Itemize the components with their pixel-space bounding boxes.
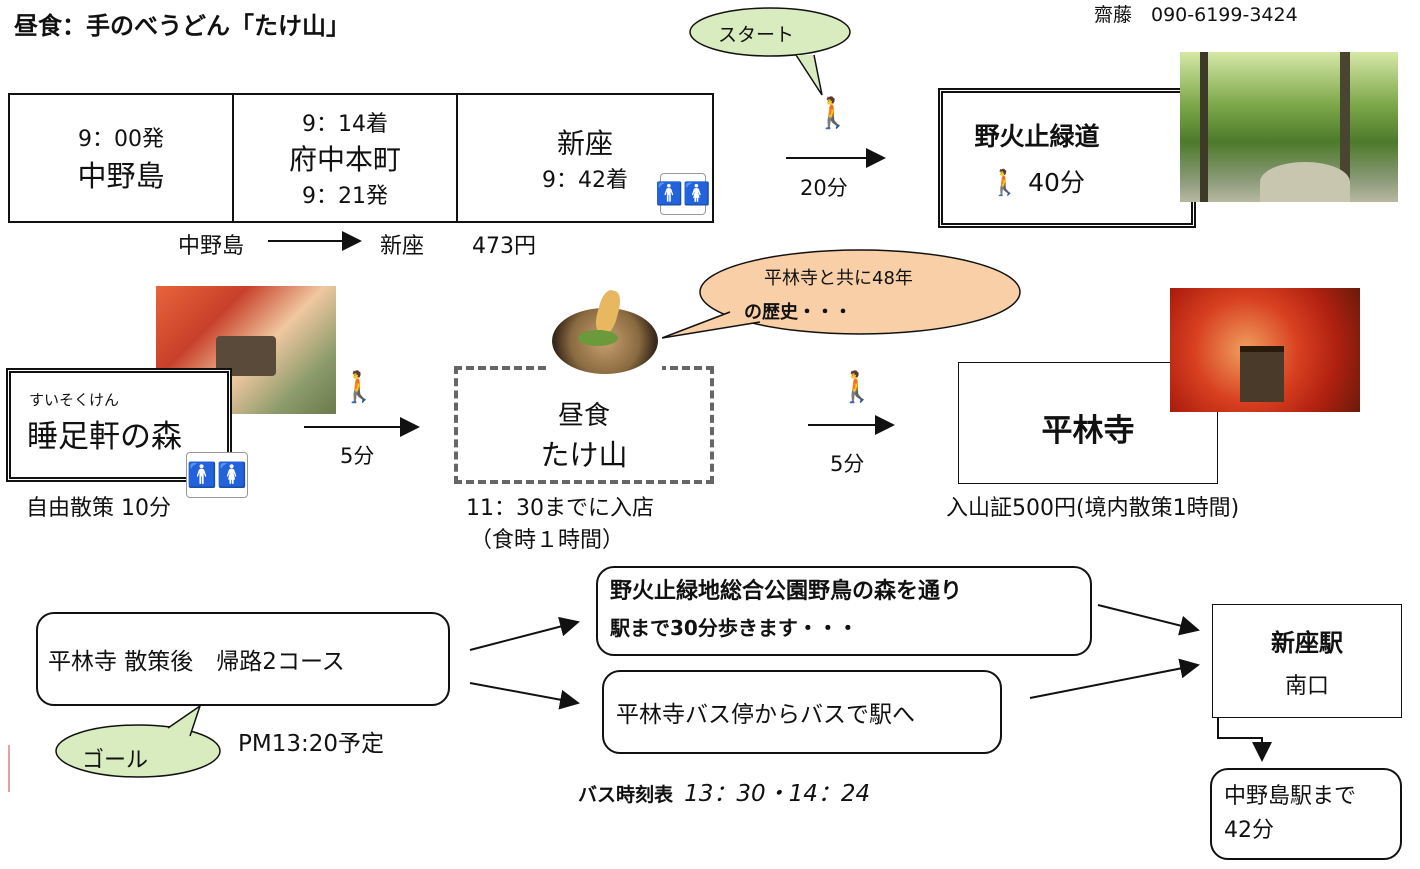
- suisokuken-name: 睡足軒の森: [27, 419, 182, 455]
- route1-to-station-arrow: [1097, 604, 1200, 636]
- heirinji-box: 平林寺: [958, 362, 1218, 484]
- bus-timetable: バス時刻表 13：30・14：24: [578, 774, 870, 808]
- walking-person-icon: 🚶: [340, 370, 378, 405]
- page-title: 昼食：手のべうどん「たけ山」: [14, 12, 350, 40]
- to-nakanoshima-line2: 42分: [1224, 818, 1274, 843]
- route1-line2: 駅まで30分歩きます・・・: [610, 616, 858, 640]
- start-callout-tail: [795, 54, 823, 96]
- stop1-name: 中野島: [77, 159, 165, 193]
- goal-callout-label: ゴール: [82, 748, 149, 773]
- route2-arrow: [469, 682, 580, 710]
- nobidome-duration-row: 🚶 40分: [989, 163, 1085, 199]
- lunch-name: たけ山: [540, 437, 628, 472]
- lunch-label: 昼食: [557, 400, 610, 431]
- stop2-name: 府中本町: [288, 143, 401, 176]
- history-callout-line2: の歴史・・・: [744, 302, 852, 323]
- walk-time-lunch: 5分: [340, 444, 375, 468]
- station-name: 新座駅: [1271, 628, 1343, 657]
- history-callout-line1: 平林寺と共に48年: [764, 268, 913, 289]
- stop2-arrive: 9：14着: [302, 112, 388, 137]
- nobidome-name: 野火止緑道: [974, 122, 1100, 151]
- fare-price: 473円: [472, 234, 536, 259]
- lunch-note2: （食時１時間）: [470, 528, 625, 553]
- goal-callout-bubble: [55, 724, 221, 778]
- bus-timetable-times: 13：30・14：24: [684, 781, 871, 807]
- suisokuken-ruby: すいそくけん: [29, 391, 120, 409]
- stop2-depart: 9：21発: [302, 184, 388, 209]
- walking-person-icon: 🚶: [838, 370, 876, 405]
- start-callout-bubble: [689, 7, 851, 57]
- bus-timetable-label: バス時刻表: [578, 784, 674, 806]
- contact-info: 齋藤 090-6199-3424: [1094, 4, 1298, 26]
- walk-time-nobidome: 20分: [800, 176, 848, 200]
- return-summary-text: 平林寺 散策後 帰路2コース: [48, 649, 345, 675]
- route2-box: 平林寺バス停からバスで駅へ: [602, 670, 1002, 754]
- nobidome-box: 野火止緑道 🚶 40分: [938, 88, 1196, 228]
- start-callout-label: スタート: [718, 24, 795, 46]
- niiza-station-box: 新座駅 南口: [1212, 604, 1402, 718]
- stop3-name: 新座: [556, 127, 613, 160]
- lunch-note1: 11：30までに入店: [466, 496, 654, 521]
- route1-box: 野火止緑地総合公園野鳥の森を通り 駅まで30分歩きます・・・: [596, 566, 1092, 656]
- to-nakanoshima-line1: 中野島駅まで: [1224, 784, 1357, 809]
- train-stop-niiza: 新座 9：42着 🚹🚺: [458, 95, 712, 221]
- toilet-icon: 🚹🚺: [656, 173, 710, 215]
- fare-to: 新座: [380, 234, 425, 259]
- udon-bowl-photo: [548, 290, 662, 382]
- heirinji-name: 平林寺: [1041, 412, 1135, 449]
- route2-to-station-arrow: [1029, 658, 1200, 699]
- train-stop-nakanoshima: 9：00発 中野島: [10, 95, 234, 221]
- route1-line1: 野火止緑地総合公園野鳥の森を通り: [610, 579, 963, 604]
- lunch-box: 昼食 たけ山: [454, 366, 714, 484]
- route1-arrow: [469, 616, 580, 651]
- return-summary-box: 平林寺 散策後 帰路2コース: [36, 612, 450, 706]
- train-schedule-table: 9：00発 中野島 9：14着 府中本町 9：21発 新座 9：42着 🚹🚺: [8, 93, 714, 223]
- train-stop-fuchuhonmachi: 9：14着 府中本町 9：21発: [234, 95, 458, 221]
- to-nakanoshima-box: 中野島駅まで 42分: [1210, 768, 1402, 860]
- goal-callout-tail: [167, 704, 202, 737]
- walking-person-icon: 🚶: [814, 96, 852, 131]
- walking-person-icon: 🚶: [989, 168, 1021, 197]
- walk-time-heirinji: 5分: [830, 452, 865, 476]
- heirinji-note: 入山証500円(境内散策1時間): [946, 496, 1240, 521]
- return-time: PM13:20予定: [238, 731, 384, 757]
- fare-from: 中野島: [178, 234, 245, 259]
- stop3-time: 9：42着: [542, 168, 628, 193]
- suisokuken-note: 自由散策 10分: [26, 496, 171, 521]
- history-callout-tail: [661, 311, 761, 339]
- forest-path-photo: [1180, 52, 1398, 202]
- route2-text: 平林寺バス停からバスで駅へ: [616, 702, 915, 728]
- temple-gate-photo: [1170, 288, 1360, 412]
- history-callout-bubble: [699, 249, 1021, 335]
- station-exit: 南口: [1284, 673, 1329, 699]
- nobidome-duration: 40分: [1028, 168, 1085, 197]
- toilet-icon: 🚹🚺: [186, 452, 248, 498]
- station-to-nakanoshima-arrow: [1217, 718, 1272, 762]
- stop1-time: 9：00発: [78, 127, 164, 152]
